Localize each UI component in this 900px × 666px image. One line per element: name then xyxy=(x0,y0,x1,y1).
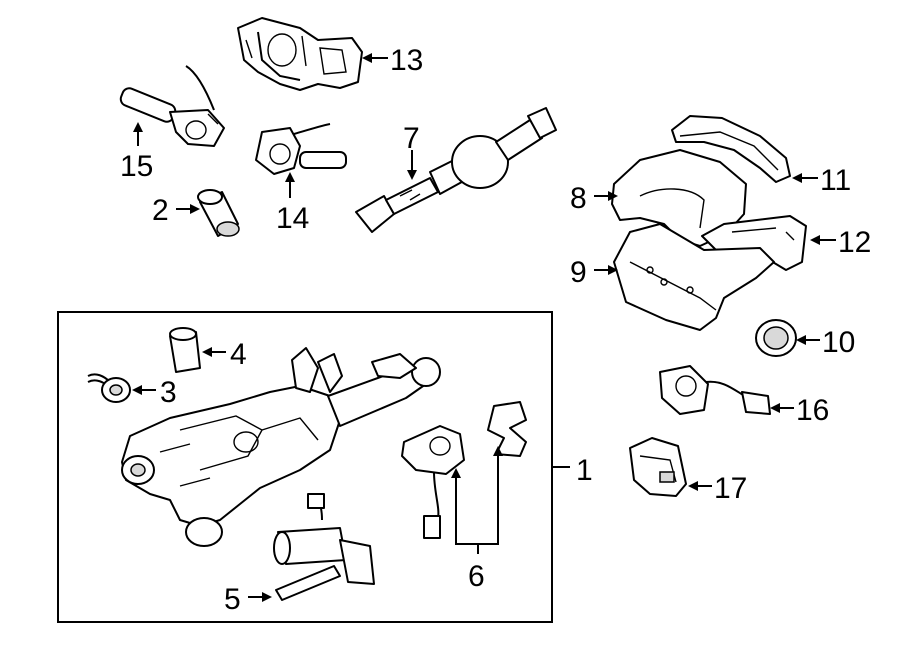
part-1-column-assembly-box: 1 xyxy=(57,311,593,623)
part-7-intermediate-shaft xyxy=(355,107,557,233)
callout-12: 12 xyxy=(810,226,871,259)
callout-5-label: 5 xyxy=(224,583,241,616)
callout-3: 3 xyxy=(132,376,177,409)
callout-4-label: 4 xyxy=(230,338,247,371)
callout-3-label: 3 xyxy=(160,376,177,409)
callout-11-label: 11 xyxy=(820,164,851,197)
part-9-lower-shroud xyxy=(613,223,775,331)
callout-6: 6 xyxy=(451,446,503,593)
callout-14: 14 xyxy=(276,172,309,235)
callout-10-label: 10 xyxy=(822,326,855,359)
part-4-cap xyxy=(169,327,201,373)
callout-12-label: 12 xyxy=(838,226,871,259)
callout-11: 11 xyxy=(792,164,851,197)
steering-column xyxy=(121,347,441,547)
callout-9: 9 xyxy=(570,256,618,289)
part-10-grommet xyxy=(755,319,797,357)
part-11-upper-trim xyxy=(671,115,791,183)
callout-17-label: 17 xyxy=(714,472,747,505)
callout-8-label: 8 xyxy=(570,182,587,215)
callout-9-label: 9 xyxy=(570,256,587,289)
callout-8: 8 xyxy=(570,182,618,215)
callout-16-label: 16 xyxy=(796,394,829,427)
part-15-wiper-switch xyxy=(119,65,225,147)
part-3-small-switch xyxy=(87,373,131,403)
callout-13: 13 xyxy=(362,44,423,77)
callout-4: 4 xyxy=(202,338,247,371)
part-2-lock-cylinder xyxy=(197,189,240,237)
callout-1-label: 1 xyxy=(576,454,593,487)
callout-2-label: 2 xyxy=(152,194,169,227)
callout-15: 15 xyxy=(120,122,153,183)
part-13-switch-housing xyxy=(237,17,363,91)
callout-7-label: 7 xyxy=(403,122,420,155)
callout-17: 17 xyxy=(688,472,747,505)
callout-10: 10 xyxy=(796,326,855,359)
callout-5: 5 xyxy=(224,583,272,616)
callout-13-label: 13 xyxy=(390,44,423,77)
callout-15-label: 15 xyxy=(120,150,153,183)
callout-16: 16 xyxy=(770,394,829,427)
callout-6-label: 6 xyxy=(468,560,485,593)
part-14-turn-signal-switch xyxy=(255,123,347,175)
callout-7: 7 xyxy=(403,122,420,180)
callout-14-label: 14 xyxy=(276,202,309,235)
part-6-switch-bracket xyxy=(401,401,527,539)
part-17-control-module xyxy=(629,437,687,497)
part-5-lock-actuator xyxy=(273,493,375,601)
callout-2: 2 xyxy=(152,194,200,227)
part-16-sensor-harness xyxy=(659,365,771,415)
